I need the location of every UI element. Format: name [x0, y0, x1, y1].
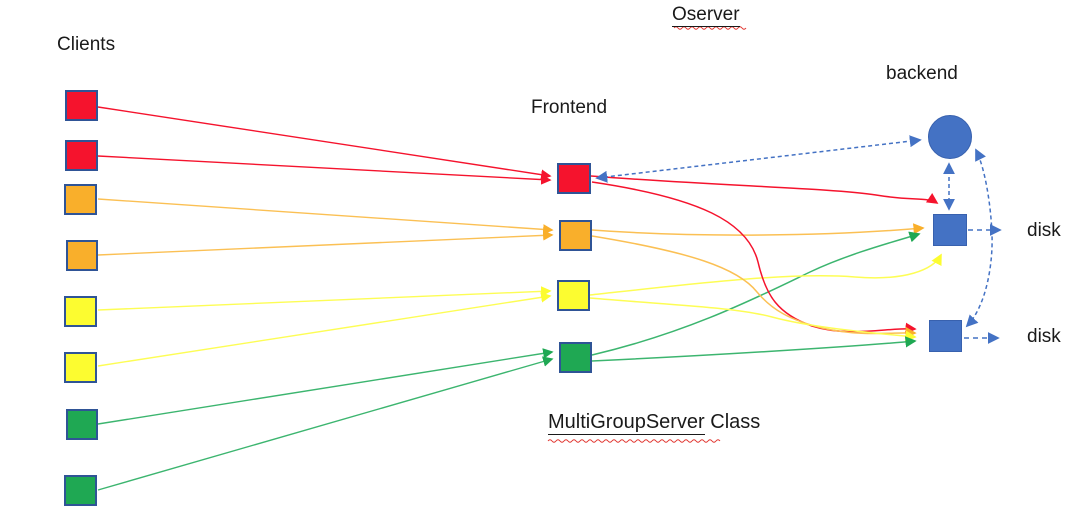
diagram-title: Oserver: [672, 4, 740, 27]
edge-frontend-yellow-server-top: [589, 253, 942, 296]
edge-frontend-red-server-bottom: [591, 181, 917, 334]
diagram-title-text: Oserver: [672, 4, 740, 27]
client-node-red-2: [65, 140, 98, 171]
frontend-node-yellow: [557, 280, 590, 311]
squiggle-under-class-label: [547, 439, 721, 443]
client-node-red-1: [65, 90, 98, 121]
edge-frontend-green-server-top: [591, 231, 921, 356]
frontend-node-orange: [559, 220, 592, 251]
edge-client8-frontend-green: [97, 356, 554, 491]
edge-client3-frontend-orange: [97, 198, 554, 235]
squiggle-under-title: [673, 26, 747, 30]
class-label-underlined: MultiGroupServer: [548, 411, 705, 435]
edge-client5-frontend-yellow: [97, 286, 552, 311]
edge-client7-frontend-green: [97, 348, 554, 425]
client-node-yellow-1: [64, 296, 97, 327]
client-node-orange-2: [66, 240, 98, 271]
backend-server-bottom-node: [929, 320, 962, 352]
edge-frontend-green-server-bottom: [591, 336, 917, 362]
frontend-label: Frontend: [531, 97, 608, 118]
edge-client2-frontend-red: [97, 155, 552, 185]
disk-bottom-label: disk: [1027, 326, 1061, 347]
edge-frontend-red-server-top: [590, 175, 939, 204]
edge-frontend-orange-server-bottom: [591, 235, 917, 339]
frontend-node-green: [559, 342, 592, 373]
clients-label: Clients: [57, 34, 116, 55]
client-node-yellow-2: [64, 352, 97, 383]
backend-server-top-node: [933, 214, 967, 246]
client-node-green-1: [66, 409, 98, 440]
class-label: MultiGroupServer Class: [548, 411, 761, 435]
edge-frontend-yellow-server-bottom: [589, 297, 917, 342]
edge-client4-frontend-orange: [97, 230, 554, 256]
edge-frontend-red-backend-circle-dashed: [595, 135, 922, 183]
class-label-suffix: Class: [704, 411, 761, 433]
client-node-orange-1: [64, 184, 97, 215]
edge-server-bottom-backend-circle-dashed: [965, 148, 993, 328]
backend-label: backend: [886, 63, 958, 84]
frontend-node-red: [557, 163, 591, 194]
backend-circle-node: [928, 115, 972, 159]
client-node-green-2: [64, 475, 97, 506]
edge-client6-frontend-yellow: [97, 292, 552, 367]
edge-frontend-orange-server-top: [591, 223, 925, 236]
disk-top-label: disk: [1027, 220, 1061, 241]
edge-client1-frontend-red: [97, 106, 552, 180]
